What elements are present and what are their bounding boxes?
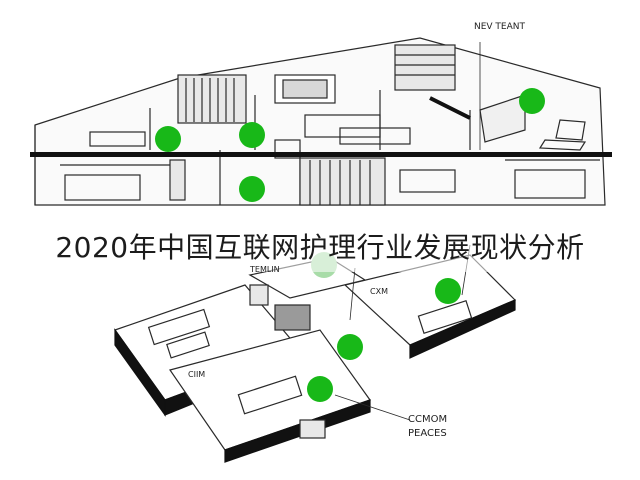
title-backdrop (0, 222, 640, 272)
location-marker (155, 126, 181, 152)
label-common-spaces-1: CCMOM (408, 414, 448, 425)
upper-floor-plan (34, 37, 606, 206)
label-nev-teant: NEV TEANT (474, 22, 526, 32)
label-temlin: TEMLIN (250, 265, 280, 274)
location-marker (519, 88, 545, 114)
lower-floor-plan (114, 244, 517, 463)
location-marker (307, 376, 333, 402)
location-marker (239, 176, 265, 202)
section-divider (30, 152, 612, 157)
label-room-right: CXM (370, 287, 388, 296)
location-marker (435, 278, 461, 304)
page-title: 2020年中国互联网护理行业发展现状分析 (55, 231, 585, 264)
label-common-spaces-2: PEACES (408, 428, 447, 439)
location-marker (337, 334, 363, 360)
label-room-left: CIIM (188, 370, 206, 379)
location-marker (239, 122, 265, 148)
